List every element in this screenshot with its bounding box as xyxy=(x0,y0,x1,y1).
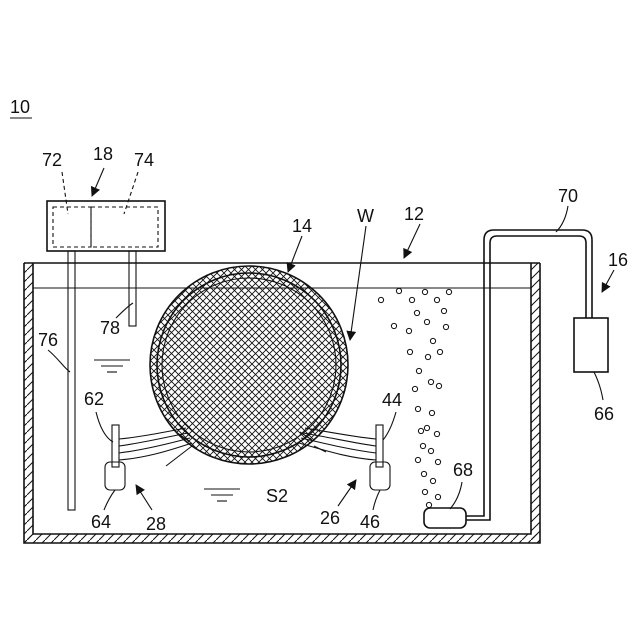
bubble xyxy=(391,323,396,328)
leader-26 xyxy=(338,480,356,506)
label-device: 10 xyxy=(10,97,30,117)
bubble xyxy=(436,383,441,388)
label-76: 76 xyxy=(38,330,58,350)
bubble xyxy=(406,328,411,333)
liquid-level-symbol-upper xyxy=(94,360,130,372)
bubble xyxy=(420,443,425,448)
sensor-44 xyxy=(376,425,383,467)
bubble xyxy=(446,289,451,294)
bubble xyxy=(430,478,435,483)
label-62: 62 xyxy=(84,389,104,409)
bubble xyxy=(443,324,448,329)
bubble xyxy=(414,310,419,315)
label-28: 28 xyxy=(146,514,166,534)
sensor-64 xyxy=(105,462,125,490)
bubble xyxy=(441,308,446,313)
label-diffuser: 68 xyxy=(453,460,473,480)
label-64: 64 xyxy=(91,512,111,532)
leader-16 xyxy=(602,270,614,292)
left-unit-28 xyxy=(105,425,192,490)
bubble xyxy=(437,349,442,354)
label-tank: 12 xyxy=(404,204,424,224)
liquid-level-symbol-lower xyxy=(204,489,240,501)
bubble xyxy=(424,425,429,430)
tank-bottom-wall-hatch xyxy=(24,534,540,543)
leader-28 xyxy=(136,485,152,510)
label-74: 74 xyxy=(134,150,154,170)
label-46: 46 xyxy=(360,512,380,532)
sensor-46 xyxy=(370,462,390,490)
tank-left-wall-hatch xyxy=(24,263,33,543)
bubble xyxy=(421,471,426,476)
right-unit-26 xyxy=(299,425,390,490)
bubble xyxy=(378,297,383,302)
leader-12 xyxy=(404,224,420,258)
leader-18 xyxy=(92,168,104,196)
bubble xyxy=(429,410,434,415)
bubble xyxy=(422,289,427,294)
bubble xyxy=(422,489,427,494)
bubble xyxy=(434,431,439,436)
leader-70 xyxy=(556,206,568,232)
tank-right-wall-hatch xyxy=(531,263,540,543)
leader-W xyxy=(350,226,366,340)
label-pump: 66 xyxy=(594,404,614,424)
controller-box xyxy=(47,201,165,251)
leader-74 xyxy=(124,172,138,214)
part-72-box xyxy=(53,207,91,247)
label-72: 72 xyxy=(42,150,62,170)
leader-76 xyxy=(48,350,70,372)
bubble xyxy=(426,502,431,507)
label-78: 78 xyxy=(100,318,120,338)
bubble xyxy=(415,406,420,411)
label-wafer: 14 xyxy=(292,216,312,236)
bubble xyxy=(430,338,435,343)
bubble xyxy=(396,288,401,293)
label-liquid: S2 xyxy=(266,486,288,506)
bubble xyxy=(428,448,433,453)
bubble xyxy=(435,459,440,464)
pipe-70 xyxy=(466,230,592,520)
bubble xyxy=(435,494,440,499)
leader-64 xyxy=(104,490,115,510)
label-pump-assembly: 16 xyxy=(608,250,628,270)
leader-68 xyxy=(450,482,462,509)
bubble xyxy=(428,379,433,384)
label-controller: 18 xyxy=(93,144,113,164)
leader-66 xyxy=(594,372,603,400)
leader-78 xyxy=(116,303,133,318)
label-26: 26 xyxy=(320,508,340,528)
diffuser-68 xyxy=(424,508,466,528)
sensor-62 xyxy=(112,425,119,467)
bubble xyxy=(407,349,412,354)
bubble xyxy=(409,297,414,302)
bubble xyxy=(416,368,421,373)
label-workpiece: W xyxy=(357,206,374,226)
bubble xyxy=(418,428,423,433)
label-44: 44 xyxy=(382,390,402,410)
bubble xyxy=(434,297,439,302)
bubble xyxy=(425,354,430,359)
pump-66 xyxy=(574,318,608,372)
bubble xyxy=(415,457,420,462)
probe-76 xyxy=(68,251,75,510)
leader-62 xyxy=(96,412,113,442)
leader-72 xyxy=(62,172,68,214)
leader-14 xyxy=(288,236,302,272)
bubble xyxy=(424,319,429,324)
leader-46 xyxy=(373,490,380,510)
leader-44 xyxy=(383,412,396,440)
label-pipe: 70 xyxy=(558,186,578,206)
bubble xyxy=(412,386,417,391)
